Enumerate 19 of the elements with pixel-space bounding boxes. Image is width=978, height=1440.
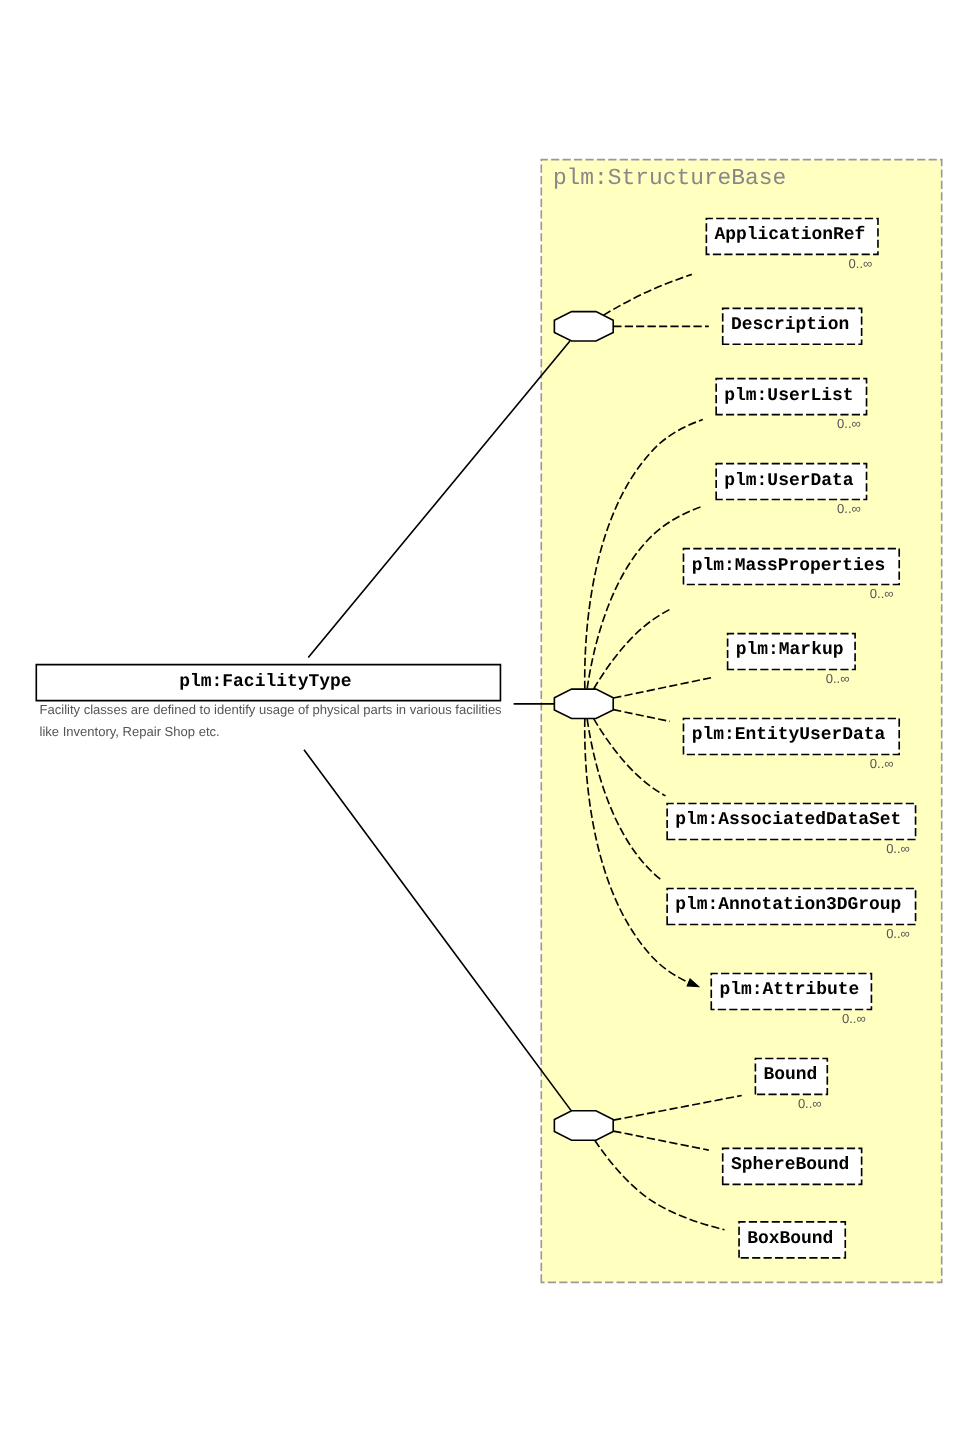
arrow bbox=[583, 717, 701, 987]
connector bbox=[612, 324, 710, 327]
connector bbox=[612, 707, 671, 722]
connector bbox=[583, 417, 704, 689]
connector bbox=[512, 702, 556, 704]
connector bbox=[307, 339, 571, 658]
connector bbox=[303, 747, 573, 1111]
connector bbox=[592, 716, 667, 796]
connector bbox=[612, 1093, 743, 1120]
connector bbox=[612, 1129, 710, 1150]
node-octagon bbox=[553, 687, 615, 719]
connector bbox=[592, 607, 671, 689]
node-octagon bbox=[553, 309, 615, 341]
node-octagon bbox=[553, 1108, 615, 1140]
connector bbox=[593, 1138, 726, 1230]
connector bbox=[602, 272, 693, 315]
connector bbox=[586, 717, 664, 881]
connector bbox=[586, 504, 704, 689]
connector bbox=[612, 675, 715, 698]
